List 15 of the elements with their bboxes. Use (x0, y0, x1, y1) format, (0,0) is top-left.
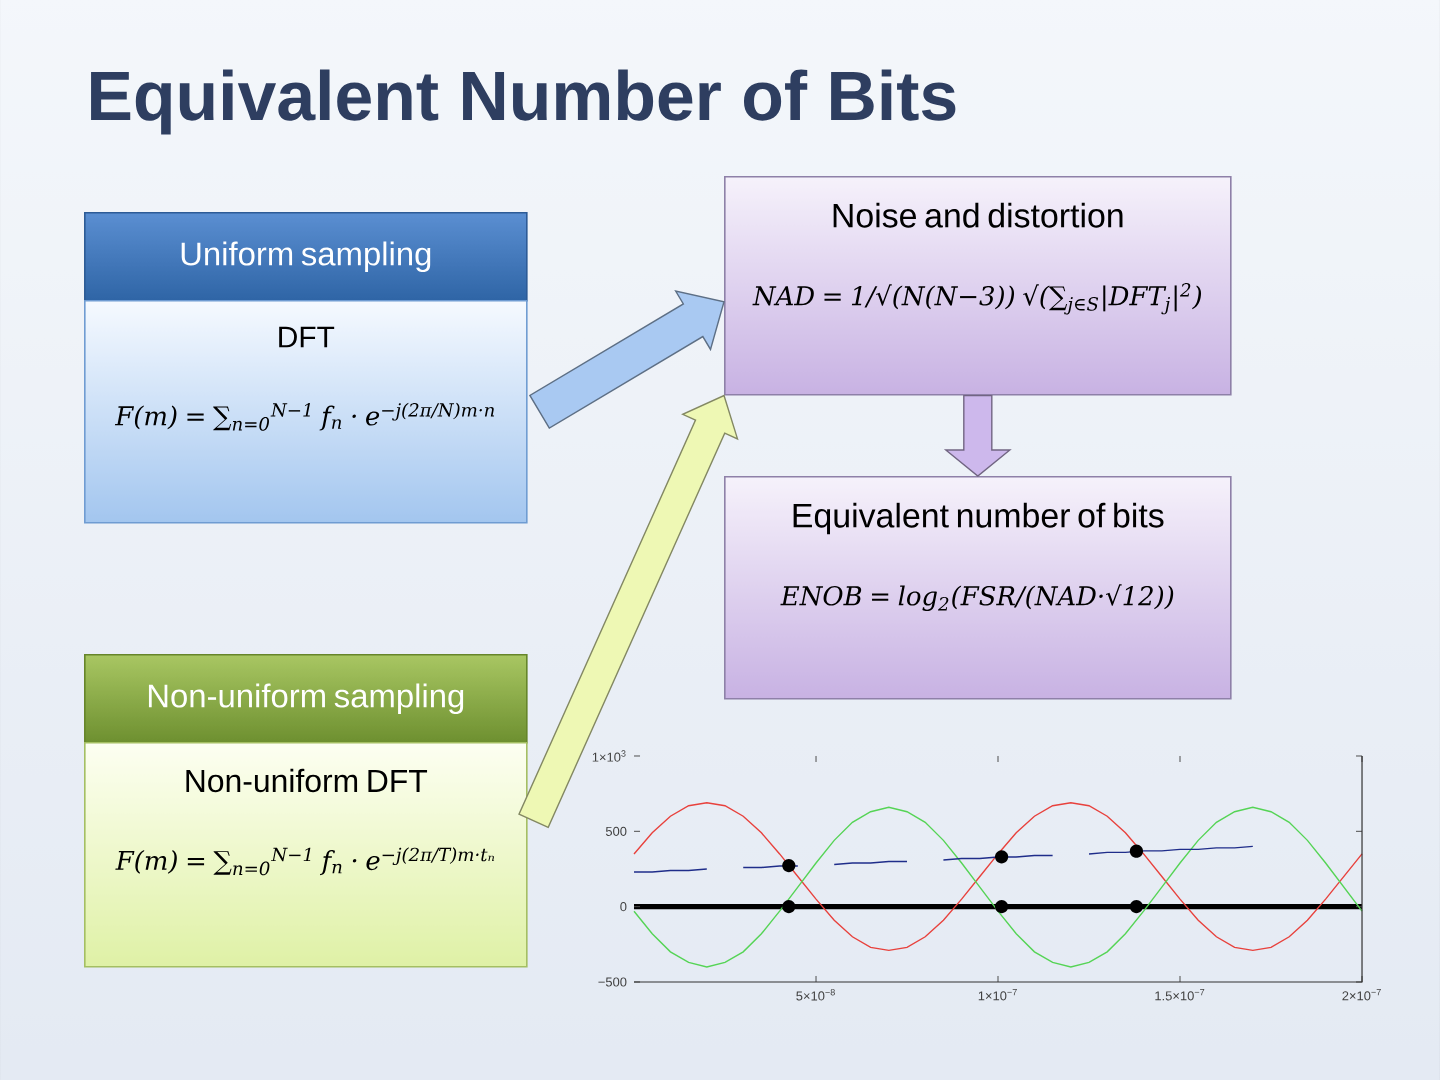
process-box (724, 176, 1232, 396)
header-bar: Uniform sampling (84, 212, 528, 302)
formula: NAD = 1/√(N(N−3)) √(∑$_{j∈S}$|DFT$_{j}$|$^{2}$) (752, 283, 1201, 315)
formula: ENOB = log$_{2}$(FSR/(NAD·√12)) (780, 584, 1174, 611)
formula: F(m) = ∑$_{n=0}$$^{N−1}$ f$_{n}$ · e$^{−j(2π/N)m·n}$ (114, 402, 494, 431)
block-arrow (943, 394, 1012, 477)
header-bar: Non-uniform sampling (84, 654, 528, 744)
process-box (724, 475, 1232, 700)
heading: Equivalent number of bits (793, 502, 1164, 535)
formula: F(m) = ∑$_{n=0}$$^{N−1}$ f$_{n}$ · e$^{−j(2π/T)m·tₙ}$ (115, 847, 495, 876)
heading: Non-uniform DFT (186, 768, 428, 793)
heading: Noise and distortion (833, 202, 1123, 228)
heading: DFT (279, 326, 335, 348)
title: Equivalent Number of Bits (91, 69, 956, 135)
block-arrow (518, 394, 739, 829)
